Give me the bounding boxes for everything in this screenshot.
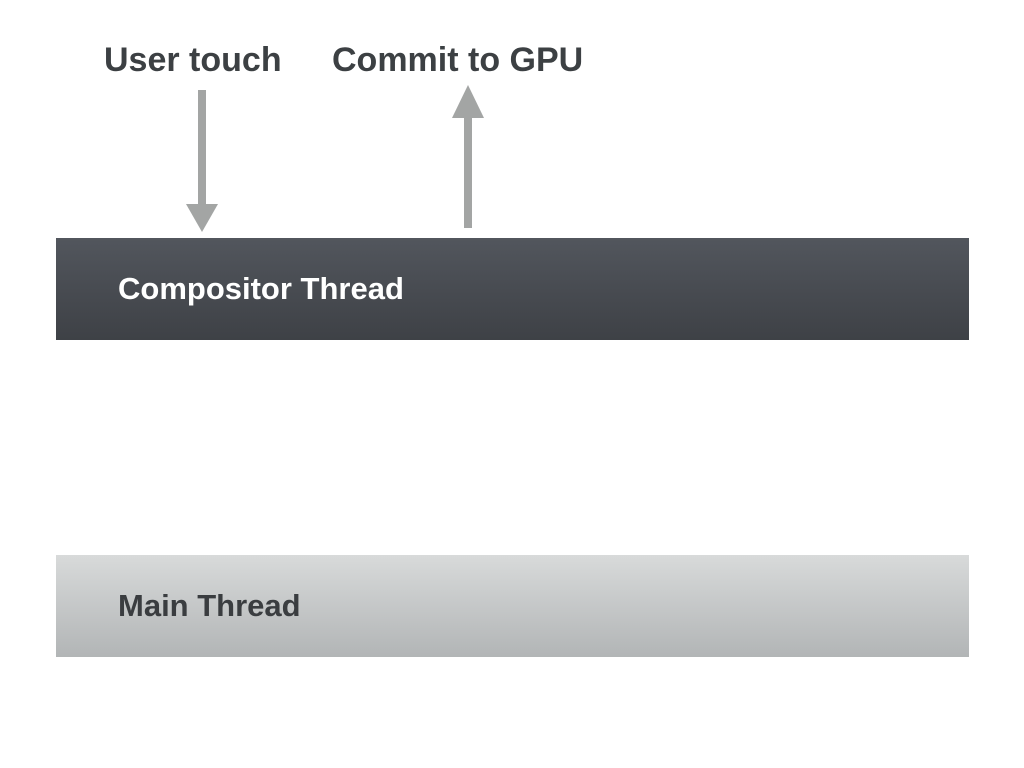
user-touch-label: User touch [104, 41, 282, 79]
commit-to-gpu-label: Commit to GPU [332, 41, 584, 79]
commit-to-gpu-up-arrow-icon [452, 85, 484, 228]
compositor-thread-label: Compositor Thread [118, 271, 404, 306]
user-touch-down-arrow-icon [186, 90, 218, 232]
compositor-thread-bar: Compositor Thread [56, 238, 969, 340]
main-thread-label: Main Thread [118, 588, 301, 623]
main-thread-bar: Main Thread [56, 555, 969, 657]
